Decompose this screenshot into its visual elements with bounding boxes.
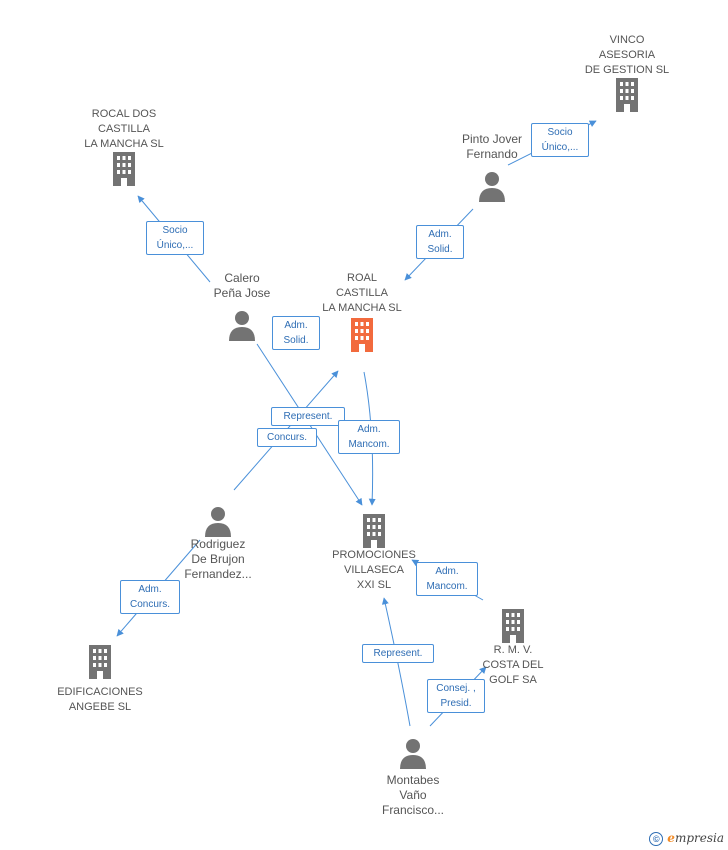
node-rocal-dos[interactable]: ROCAL DOS CASTILLA LA MANCHA SL [74,107,174,186]
building-icon [502,609,524,643]
node-pinto-jover[interactable]: Pinto Jover Fernando [442,132,542,202]
node-label: Pinto Jover Fernando [461,132,523,161]
building-icon [616,78,638,112]
person-icon [205,507,231,537]
node-label: ROAL CASTILLA LA MANCHA SL [322,272,402,314]
node-label: Rodriguez De Brujon Fernandez... [184,537,252,581]
edge-label-adm-solid-pinto[interactable]: Adm. Solid. [416,225,464,259]
person-icon [479,172,505,202]
edge-label-adm-solid-calero[interactable]: Adm. Solid. [272,316,320,350]
building-icon [89,645,111,679]
node-vinco-asesoria[interactable]: VINCO ASESORIA DE GESTION SL [577,33,677,112]
brand-name: mpresia [674,831,724,846]
edge-label-represent-montabes[interactable]: Represent. [362,644,434,663]
node-rmv-costa-golf[interactable]: R. M. V. COSTA DEL GOLF SA [463,609,563,688]
node-label: Montabes Vaño Francisco... [381,773,444,817]
node-label: R. M. V. COSTA DEL GOLF SA [482,644,544,686]
person-icon [400,739,426,769]
node-promociones-villaseca[interactable]: PROMOCIONES VILLASECA XXI SL [322,514,426,593]
brand-letter-e: e [667,831,675,846]
edge-montabes-promociones [381,597,411,727]
node-rodriguez-brujon[interactable]: Rodriguez De Brujon Fernandez... [168,505,268,582]
person-icon [229,311,255,341]
node-label: EDIFICACIONES ANGEBE SL [57,686,143,713]
edge-label-represent-calero[interactable]: Represent. [271,407,345,426]
node-edificaciones-angebe[interactable]: EDIFICACIONES ANGEBE SL [48,645,152,715]
edge-label-socio-vinco[interactable]: Socio Único,... [531,123,589,157]
empresia-logo: ©empresia [649,831,724,846]
copyright-icon: © [649,832,664,846]
building-icon [363,514,385,548]
building-icon [113,152,135,186]
edge-label-socio-rocal[interactable]: Socio Único,... [146,221,204,255]
node-label: PROMOCIONES VILLASECA XXI SL [332,549,416,591]
node-label: Calero Peña Jose [213,271,271,300]
edge-label-adm-mancom-roal[interactable]: Adm. Mancom. [338,420,400,454]
node-montabes-vano[interactable]: Montabes Vaño Francisco... [363,737,463,818]
node-label: VINCO ASESORIA DE GESTION SL [584,34,670,76]
edge-label-concurs-rodriguez[interactable]: Concurs. [257,428,317,447]
edge-label-adm-mancom-rmv[interactable]: Adm. Mancom. [416,562,478,596]
node-label: ROCAL DOS CASTILLA LA MANCHA SL [84,108,164,150]
edge-label-adm-concurs-edif[interactable]: Adm. Concurs. [120,580,180,614]
node-calero-pena[interactable]: Calero Peña Jose [192,271,292,341]
edge-label-consej-presid[interactable]: Consej. , Presid. [427,679,485,713]
building-icon-focus [351,318,373,352]
node-roal-castilla[interactable]: ROAL CASTILLA LA MANCHA SL [312,271,412,352]
